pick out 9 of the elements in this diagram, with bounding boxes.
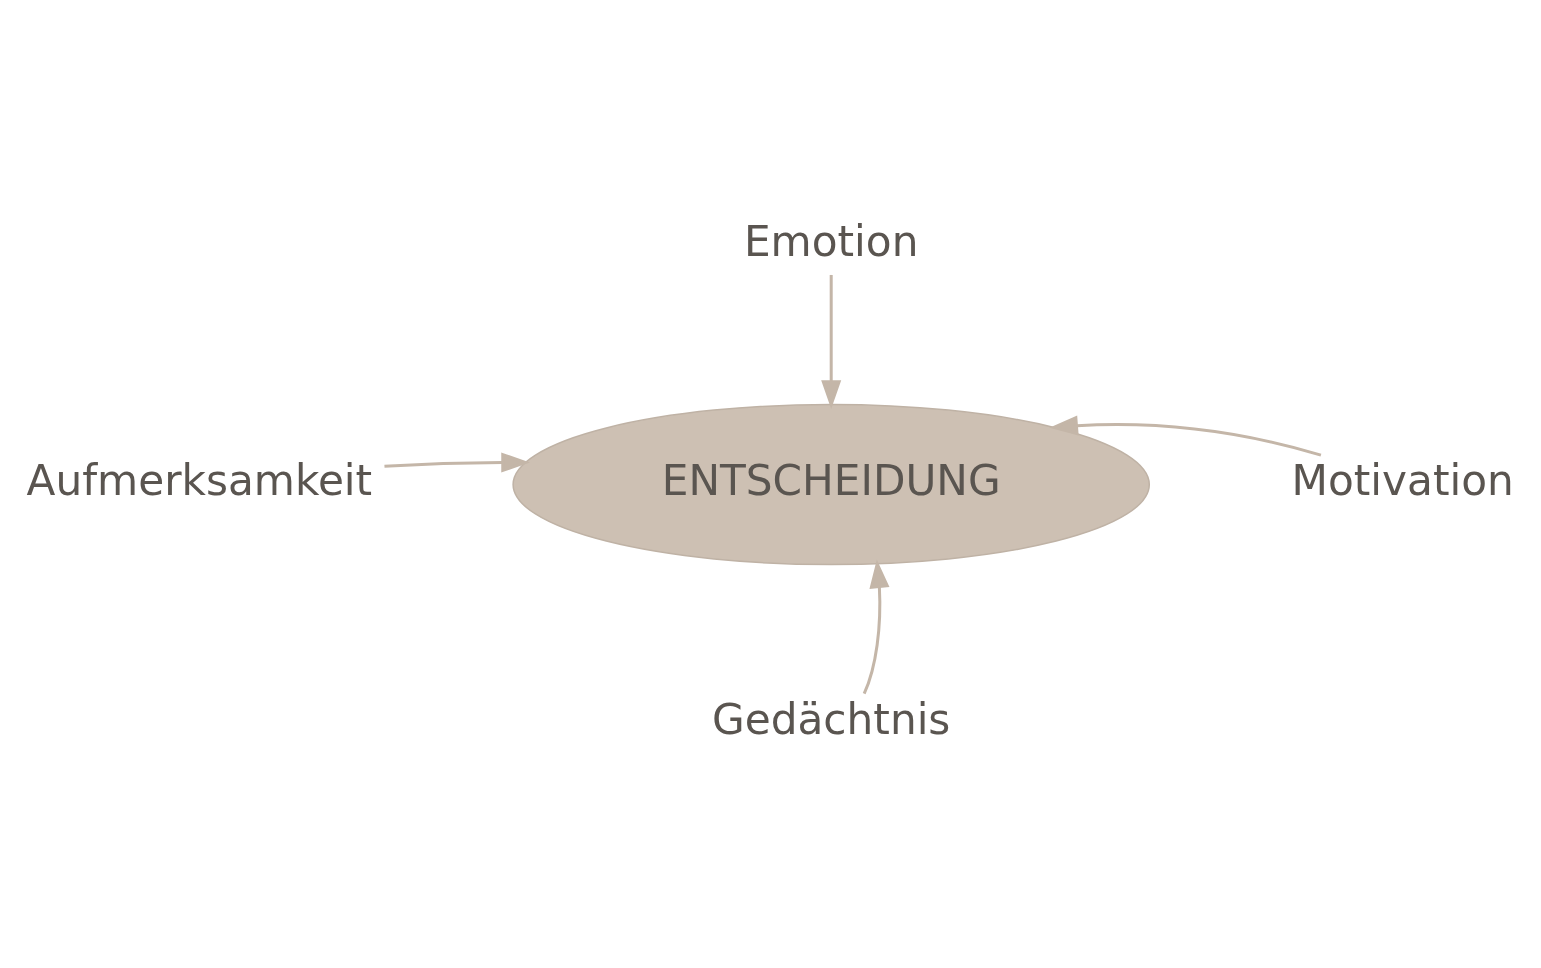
node-text: Gedächtnis [712,694,951,744]
node-text: Motivation [1291,455,1514,505]
arrow [862,558,890,694]
node-ellipse: ENTSCHEIDUNG [512,403,1151,565]
arrow [821,274,842,409]
node-text: Aufmerksamkeit [26,455,373,505]
node-text: Emotion [743,216,919,266]
arrow [1049,415,1322,457]
arrow [384,451,530,473]
